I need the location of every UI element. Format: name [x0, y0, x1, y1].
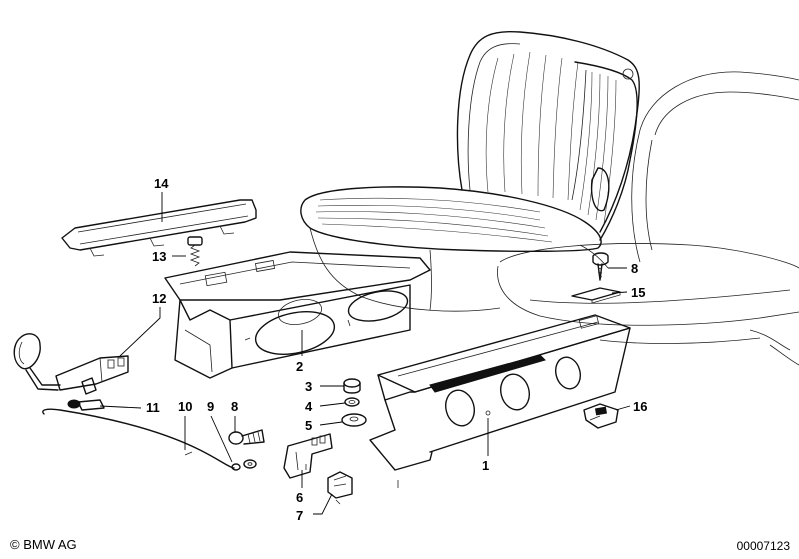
part-10-cable — [42, 408, 241, 471]
callout-3: 3 — [305, 379, 312, 394]
part-14-trim-rail — [61, 199, 257, 257]
part-16-latch — [583, 403, 619, 429]
callout-10: 10 — [178, 399, 192, 414]
callout-4: 4 — [305, 399, 313, 414]
callout-8-left: 8 — [231, 399, 238, 414]
callout-14: 14 — [154, 176, 169, 191]
part-11-bolt — [67, 399, 105, 411]
callout-9: 9 — [207, 399, 214, 414]
callout-13: 13 — [152, 249, 166, 264]
callout-2: 2 — [296, 359, 303, 374]
callout-6: 6 — [296, 490, 303, 505]
callout-15: 15 — [631, 285, 645, 300]
callout-11: 11 — [146, 400, 160, 415]
part-1-right-seat-rail — [369, 314, 631, 488]
part-15-plate — [571, 287, 621, 304]
callout-7: 7 — [296, 508, 303, 523]
part-7-clip — [327, 471, 353, 505]
callout-12: 12 — [152, 291, 166, 306]
part-8-screw-left — [228, 429, 265, 445]
callout-8-right: 8 — [631, 261, 638, 276]
part-12-adjuster-lever — [13, 333, 129, 395]
part-4-washer — [344, 397, 360, 407]
part-5-spacer — [341, 413, 367, 427]
part-13-bolt — [187, 236, 203, 267]
part-2-left-seat-rail — [164, 251, 431, 379]
part-6-bracket — [283, 433, 333, 479]
callout-16: 16 — [633, 399, 647, 414]
leader-lines — [99, 192, 631, 515]
part-3-nut — [343, 378, 361, 394]
part-9-washer — [243, 459, 257, 469]
copyright-notice: © BMW AG — [10, 537, 77, 552]
part-8-screw-right — [592, 252, 609, 281]
callout-1: 1 — [482, 458, 489, 473]
document-number: 00007123 — [736, 539, 790, 553]
front-seat-illustration — [300, 30, 640, 312]
callout-labels: 1 2 3 4 5 6 7 8 8 9 10 11 12 13 14 15 16 — [146, 176, 647, 523]
rear-seat-illustration — [497, 71, 799, 366]
callout-5: 5 — [305, 418, 312, 433]
